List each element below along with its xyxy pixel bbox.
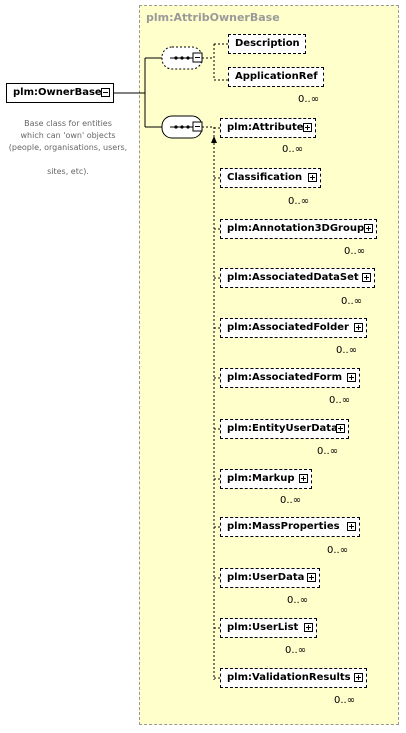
element-validationresults[interactable]: plm:ValidationResults: [220, 668, 367, 688]
cardinality-label: 0..∞: [288, 196, 310, 207]
element-attribute[interactable]: plm:Attribute: [220, 118, 316, 138]
element-description[interactable]: Description: [228, 34, 306, 54]
expand-icon[interactable]: [347, 373, 356, 382]
expand-icon[interactable]: [354, 673, 363, 682]
expand-icon[interactable]: [336, 424, 345, 433]
expand-icon[interactable]: [308, 173, 317, 182]
expand-icon[interactable]: [307, 573, 316, 582]
annotation-line: sites, etc).: [47, 167, 89, 176]
cardinality-label: 0..∞: [298, 94, 320, 105]
annotation-line: which can 'own' objects: [20, 131, 116, 140]
root-element-box[interactable]: plm:OwnerBase: [6, 83, 114, 103]
cardinality-label: 0..∞: [344, 246, 366, 257]
expand-icon[interactable]: [299, 474, 308, 483]
annotation-line: (people, organisations, users,: [8, 143, 128, 152]
group-title: plm:AttribOwnerBase: [146, 11, 280, 24]
cardinality-label: 0..∞: [327, 545, 349, 556]
element-markup[interactable]: plm:Markup: [220, 469, 312, 489]
element-entityuserdata[interactable]: plm:EntityUserData: [220, 419, 349, 439]
expand-icon[interactable]: [347, 522, 356, 531]
cardinality-label: 0..∞: [334, 695, 356, 706]
collapse-icon[interactable]: [101, 88, 110, 97]
element-applicationref[interactable]: ApplicationRef: [228, 67, 324, 87]
element-userlist[interactable]: plm:UserList: [220, 618, 317, 638]
root-element-label: plm:OwnerBase: [13, 87, 102, 98]
element-associatedform[interactable]: plm:AssociatedForm: [220, 368, 360, 388]
expand-icon[interactable]: [362, 273, 371, 282]
element-userdata[interactable]: plm:UserData: [220, 568, 320, 588]
cardinality-label: 0..∞: [341, 296, 363, 307]
element-annotation3dgroup[interactable]: plm:Annotation3DGroup: [220, 219, 377, 239]
expand-icon[interactable]: [303, 123, 312, 132]
cardinality-label: 0..∞: [317, 446, 339, 457]
cardinality-label: 0..∞: [280, 495, 302, 506]
cardinality-label: 0..∞: [336, 345, 358, 356]
element-classification[interactable]: Classification: [220, 168, 321, 188]
element-associateddataset[interactable]: plm:AssociatedDataSet: [220, 268, 375, 288]
expand-icon[interactable]: [354, 323, 363, 332]
cardinality-label: 0..∞: [285, 645, 307, 656]
expand-icon[interactable]: [364, 224, 373, 233]
element-massproperties[interactable]: plm:MassProperties: [220, 517, 360, 537]
cardinality-label: 0..∞: [287, 595, 309, 606]
element-associatedfolder[interactable]: plm:AssociatedFolder: [220, 318, 367, 338]
cardinality-label: 0..∞: [282, 144, 304, 155]
annotation-line: Base class for entities: [24, 119, 112, 128]
annotation-text: Base class for entities which can 'own' …: [4, 118, 132, 178]
cardinality-label: 0..∞: [329, 395, 351, 406]
expand-icon[interactable]: [304, 623, 313, 632]
